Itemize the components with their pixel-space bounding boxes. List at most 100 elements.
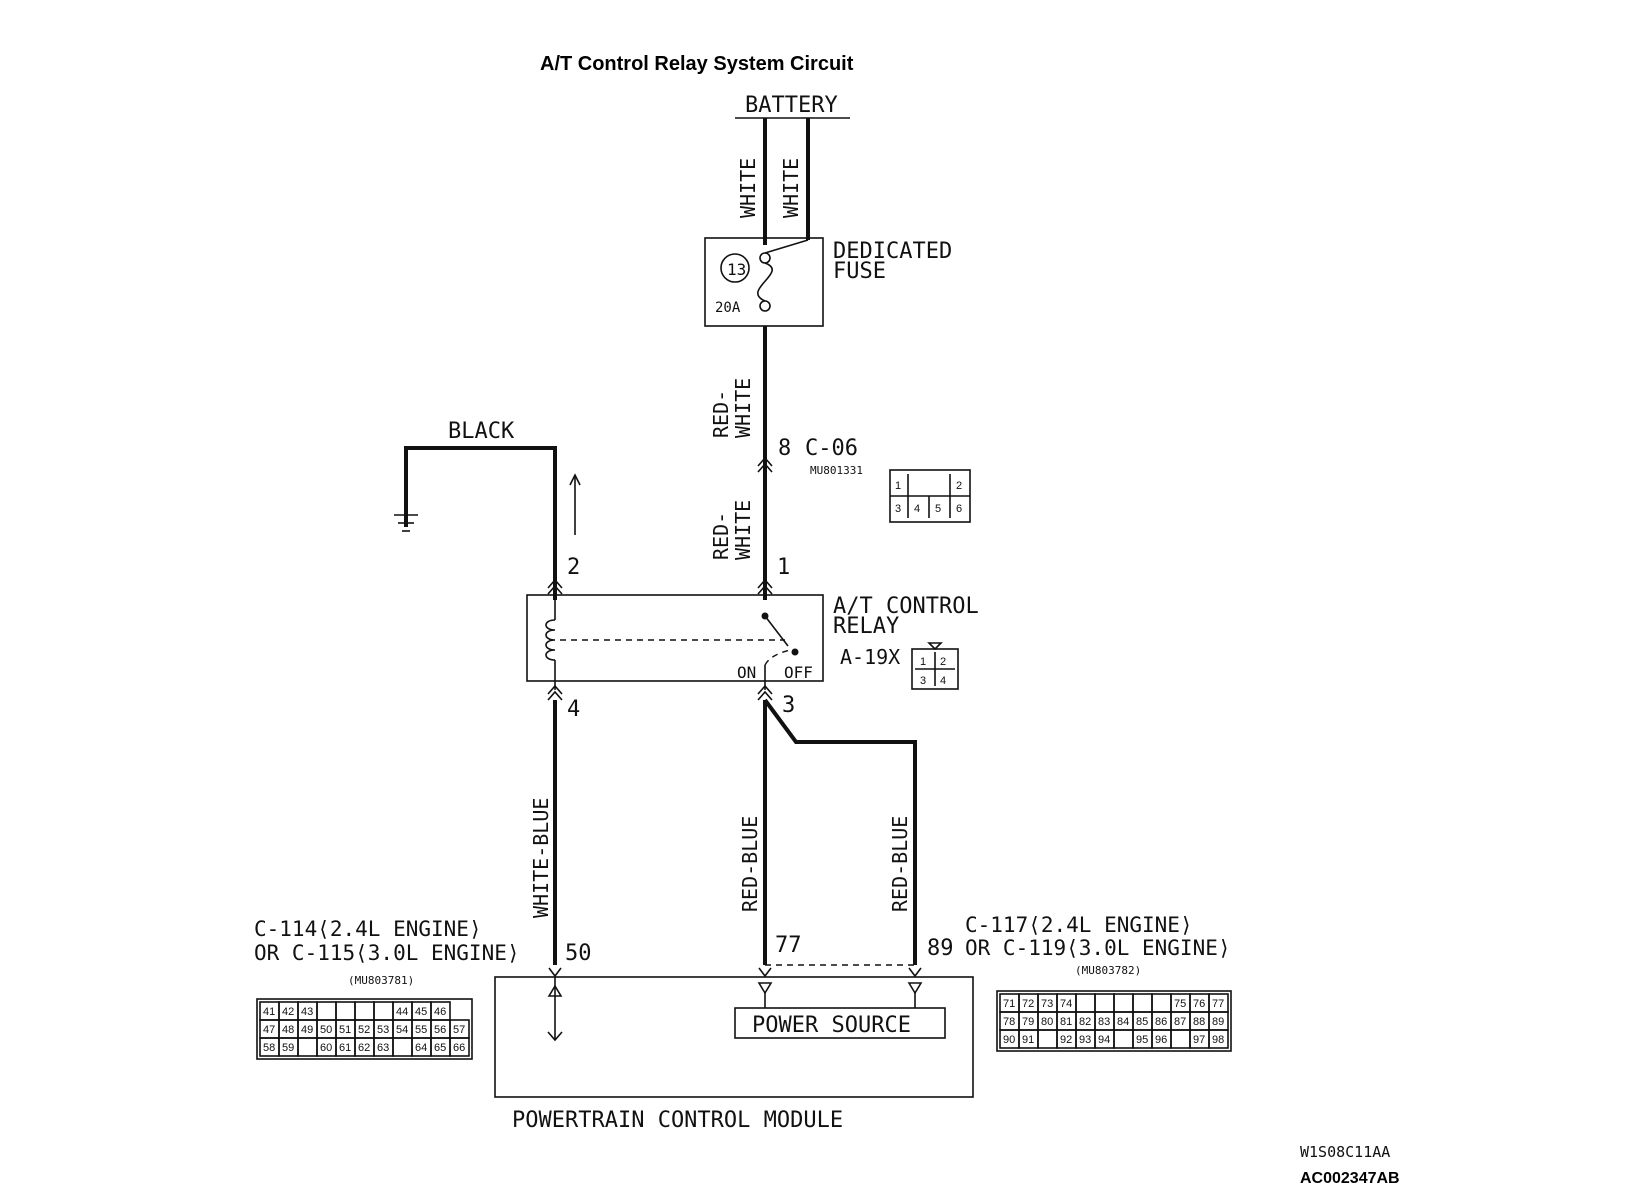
connector-cell — [1170, 1029, 1191, 1049]
right-connector-part: (MU803782) — [1075, 964, 1141, 977]
wire-label-red-blue-77: RED-BLUE — [738, 816, 762, 912]
left-connector-line1: C-114⟨2.4L ENGINE⟩ — [254, 917, 482, 941]
svg-text:4: 4 — [914, 503, 920, 515]
svg-text:2: 2 — [956, 480, 962, 492]
connector-pin-label: 75 — [1174, 998, 1186, 1010]
connector-cell — [1113, 1029, 1134, 1049]
footer-code-2: AC002347AB — [1300, 1170, 1400, 1187]
right-connector-line1: C-117⟨2.4L ENGINE⟩ — [965, 913, 1193, 937]
connector-cell — [1075, 993, 1096, 1013]
connector-pin-label: 56 — [434, 1024, 446, 1036]
connector-cell — [1113, 993, 1134, 1013]
relay-label-line1: A/T CONTROL — [833, 594, 979, 619]
connector-pin-label: 79 — [1022, 1016, 1034, 1028]
connector-pin-label: 73 — [1041, 998, 1053, 1010]
connector-pin-label: 92 — [1060, 1034, 1072, 1046]
c06-pin: 8 — [778, 436, 791, 461]
wire-label-white-left: WHITE — [736, 158, 760, 218]
connector-pin-label: 50 — [320, 1024, 332, 1036]
wire-label-red-white-lower: RED-WHITE — [709, 500, 755, 560]
connector-cell — [1037, 1029, 1058, 1049]
connector-pin-label: 52 — [358, 1024, 370, 1036]
connector-pin-label: 48 — [282, 1024, 294, 1036]
connector-pin-label: 44 — [396, 1006, 408, 1018]
connector-cell — [373, 1001, 394, 1021]
diagram-title: A/T Control Relay System Circuit — [540, 53, 854, 75]
connector-pin-label: 72 — [1022, 998, 1034, 1010]
c06-part: MU801331 — [810, 464, 863, 477]
fuse-label-line1: DEDICATED — [833, 239, 952, 264]
connector-pin-label: 66 — [453, 1042, 465, 1054]
relay-pin-3: 3 — [782, 693, 795, 718]
connector-pin-label: 81 — [1060, 1016, 1072, 1028]
connector-pin-label: 58 — [263, 1042, 275, 1054]
relay-off-label: OFF — [784, 663, 813, 682]
connector-pin-label: 47 — [263, 1024, 275, 1036]
connector-pin-label: 82 — [1079, 1016, 1091, 1028]
connector-pin-label: 61 — [339, 1042, 351, 1054]
connector-cell — [1151, 993, 1172, 1013]
connector-pin-label: 96 — [1155, 1034, 1167, 1046]
right-connector-line2: OR C-119⟨3.0L ENGINE⟩ — [965, 936, 1231, 960]
connector-pin-label: 97 — [1193, 1034, 1205, 1046]
connector-pin-label: 43 — [301, 1006, 313, 1018]
relay-pin-2: 2 — [567, 555, 580, 580]
svg-text:3: 3 — [895, 503, 901, 515]
connector-pin-label: 83 — [1098, 1016, 1110, 1028]
svg-text:5: 5 — [935, 503, 941, 515]
relay-pin-1: 1 — [777, 555, 790, 580]
connector-pin-label: 90 — [1003, 1034, 1015, 1046]
svg-text:1: 1 — [895, 480, 901, 492]
fuse-number-circle — [720, 253, 750, 283]
power-source-label: POWER SOURCE — [752, 1013, 911, 1038]
connector-cell — [1094, 993, 1115, 1013]
connector-pin-label: 77 — [1212, 998, 1224, 1010]
connector-cell — [1132, 993, 1153, 1013]
left-connector-line2: OR C-115⟨3.0L ENGINE⟩ — [254, 941, 520, 965]
connector-pin-label: 93 — [1079, 1034, 1091, 1046]
powertrain-control-module: POWER SOURCE — [494, 964, 974, 1098]
connector-cell — [297, 1037, 318, 1057]
relay-pin-4: 4 — [567, 697, 580, 722]
connector-pin-label: 42 — [282, 1006, 294, 1018]
c06-name: C-06 — [805, 436, 858, 461]
connector-cell — [335, 1001, 356, 1021]
connector-cell — [1208, 1029, 1229, 1049]
connector-pin-label: 78 — [1003, 1016, 1015, 1028]
connector-pin-label: 62 — [358, 1042, 370, 1054]
relay-label-line2: RELAY — [833, 614, 899, 639]
connector-pin-label: 74 — [1060, 998, 1072, 1010]
connector-pin-label: 49 — [301, 1024, 313, 1036]
wire-red-blue-89 — [763, 698, 917, 965]
connector-pin-label: 51 — [339, 1024, 351, 1036]
svg-text:2: 2 — [940, 656, 946, 668]
connector-pin-label: 88 — [1193, 1016, 1205, 1028]
pcm-pin-77: 77 — [775, 933, 802, 958]
connector-pin-label: 76 — [1193, 998, 1205, 1010]
relay-connector-name: A-19X — [840, 645, 900, 669]
pcm-pin-50: 50 — [565, 941, 592, 966]
connector-pin-label: 63 — [377, 1042, 389, 1054]
connector-pin-label: 86 — [1155, 1016, 1167, 1028]
fuse-number: 13 — [727, 260, 746, 279]
connector-pin-label: 89 — [1212, 1016, 1224, 1028]
connector-pin-label: 91 — [1022, 1034, 1034, 1046]
connector-pin-label: 55 — [415, 1024, 427, 1036]
connector-pin-label: 53 — [377, 1024, 389, 1036]
svg-text:1: 1 — [920, 656, 926, 668]
connector-pin-label: 94 — [1098, 1034, 1110, 1046]
svg-text:4: 4 — [940, 675, 946, 687]
c06-connector-face: 1 2 3 4 5 6 — [889, 469, 971, 523]
connector-cell — [392, 1037, 413, 1057]
footer-code-1: W1S08C11AA — [1300, 1143, 1390, 1161]
connector-cell — [449, 1037, 470, 1057]
connector-pin-label: 65 — [434, 1042, 446, 1054]
connector-pin-label: 60 — [320, 1042, 332, 1054]
connector-pin-label: 85 — [1136, 1016, 1148, 1028]
connector-pin-label: 41 — [263, 1006, 275, 1018]
connector-pin-label: 45 — [415, 1006, 427, 1018]
svg-text:3: 3 — [920, 675, 926, 687]
connector-pin-label: 64 — [415, 1042, 427, 1054]
